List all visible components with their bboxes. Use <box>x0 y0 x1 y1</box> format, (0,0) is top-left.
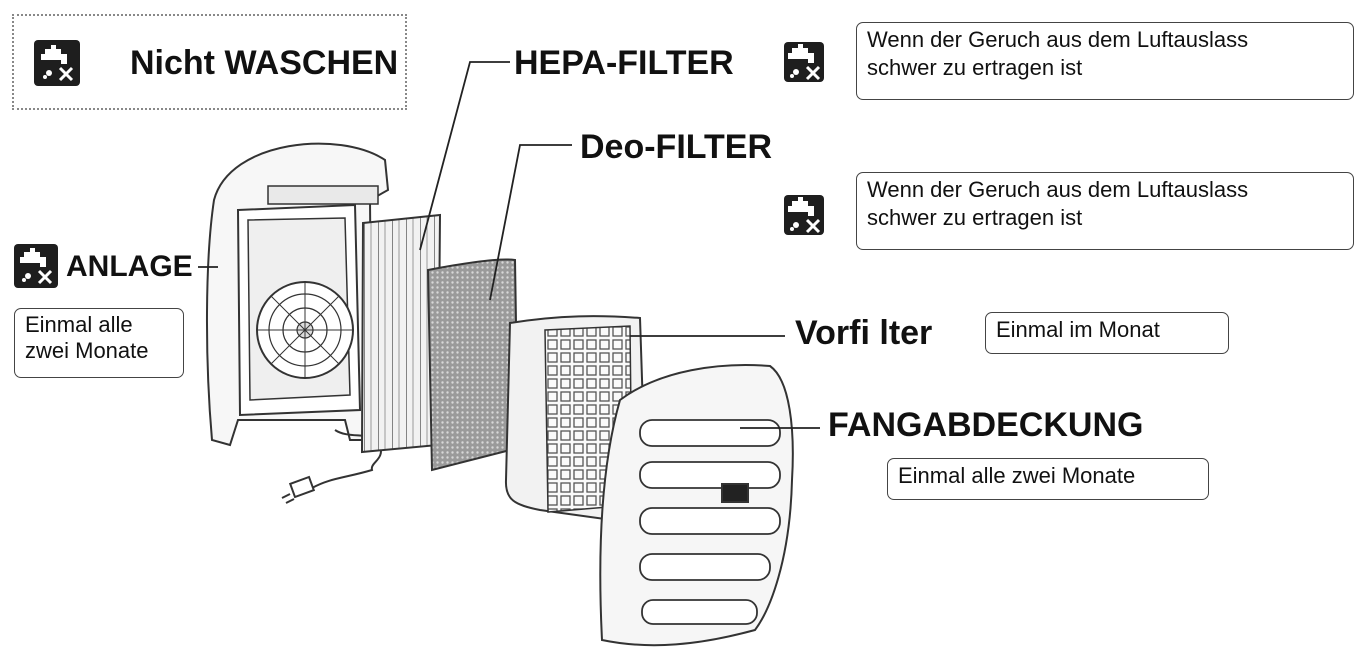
prefilter-note: Einmal im Monat <box>985 312 1229 354</box>
deo-filter-label: Deo-FILTER <box>580 128 773 166</box>
note-line: schwer zu ertragen ist <box>867 55 1083 80</box>
leader-lines <box>198 61 820 429</box>
hepa-filter-note: Wenn der Geruch aus dem Luftauslass schw… <box>856 22 1354 100</box>
unit-body <box>205 142 390 447</box>
deo-filter-note: Wenn der Geruch aus dem Luftauslass schw… <box>856 172 1354 250</box>
note-line: zwei Monate <box>25 338 149 363</box>
legend-label: Nicht WASCHEN <box>130 44 399 82</box>
legend-box <box>12 14 407 110</box>
no-wash-icon <box>34 40 80 86</box>
front-cover <box>599 364 794 647</box>
note-line: Wenn der Geruch aus dem Luftauslass <box>867 27 1249 52</box>
note-line: Wenn der Geruch aus dem Luftauslass <box>867 177 1249 202</box>
no-wash-icon <box>14 244 58 288</box>
unit-label: ANLAGE <box>66 250 193 283</box>
note-line: Einmal alle <box>25 312 133 337</box>
note-line: Einmal alle zwei Monate <box>898 463 1136 488</box>
hepa-filter-label: HEPA-FILTER <box>514 44 734 82</box>
deo-filter <box>426 258 520 472</box>
cover-label: FANGABDECKUNG <box>828 406 1144 444</box>
no-wash-icon <box>784 42 824 82</box>
unit-note: Einmal alle zwei Monate <box>14 308 184 378</box>
no-wash-icon <box>784 195 824 235</box>
prefilter-label: Vorfi lter <box>795 314 933 352</box>
note-line: schwer zu ertragen ist <box>867 205 1083 230</box>
note-line: Einmal im Monat <box>996 317 1160 342</box>
cover-note: Einmal alle zwei Monate <box>887 458 1209 500</box>
